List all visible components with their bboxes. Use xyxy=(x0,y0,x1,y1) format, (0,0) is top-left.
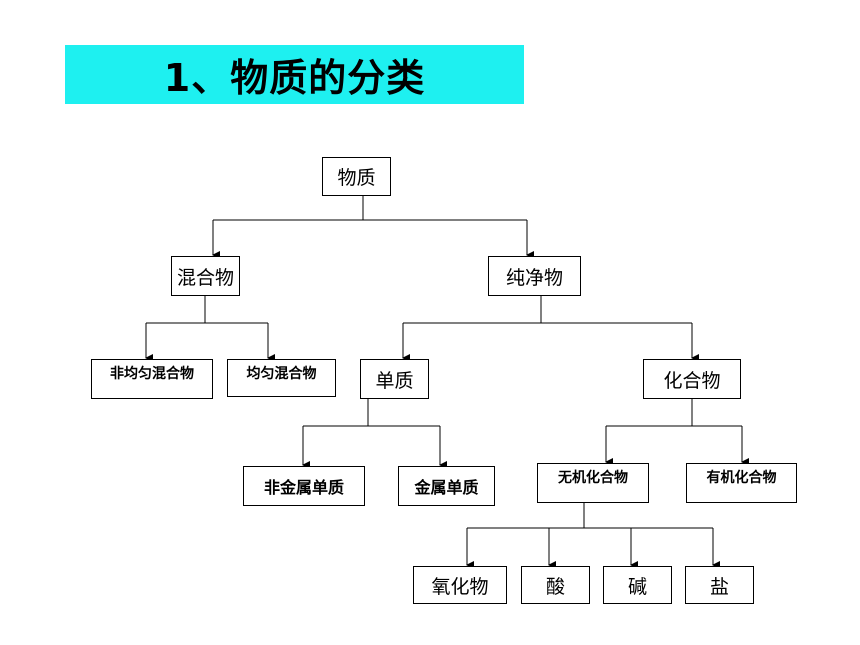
node-organic-compound: 有机化合物 xyxy=(686,463,797,503)
node-inorganic-compound: 无机化合物 xyxy=(537,463,649,503)
page-title: 1、物质的分类 xyxy=(163,56,426,100)
node-pure: 纯净物 xyxy=(488,256,581,296)
node-matter: 物质 xyxy=(322,157,391,196)
node-oxide: 氧化物 xyxy=(413,566,507,604)
node-acid: 酸 xyxy=(521,566,590,604)
node-element: 单质 xyxy=(360,359,429,399)
node-nonuniform-mixture: 非均匀混合物 xyxy=(91,359,213,399)
node-base: 碱 xyxy=(603,566,672,604)
node-salt: 盐 xyxy=(685,566,754,604)
node-metal-element: 金属单质 xyxy=(398,466,495,506)
node-uniform-mixture: 均匀混合物 xyxy=(227,359,336,397)
title-banner: 1、物质的分类 xyxy=(65,45,524,104)
node-compound: 化合物 xyxy=(643,359,741,399)
node-nonmetal-element: 非金属单质 xyxy=(243,466,365,506)
node-mixture: 混合物 xyxy=(171,256,240,296)
